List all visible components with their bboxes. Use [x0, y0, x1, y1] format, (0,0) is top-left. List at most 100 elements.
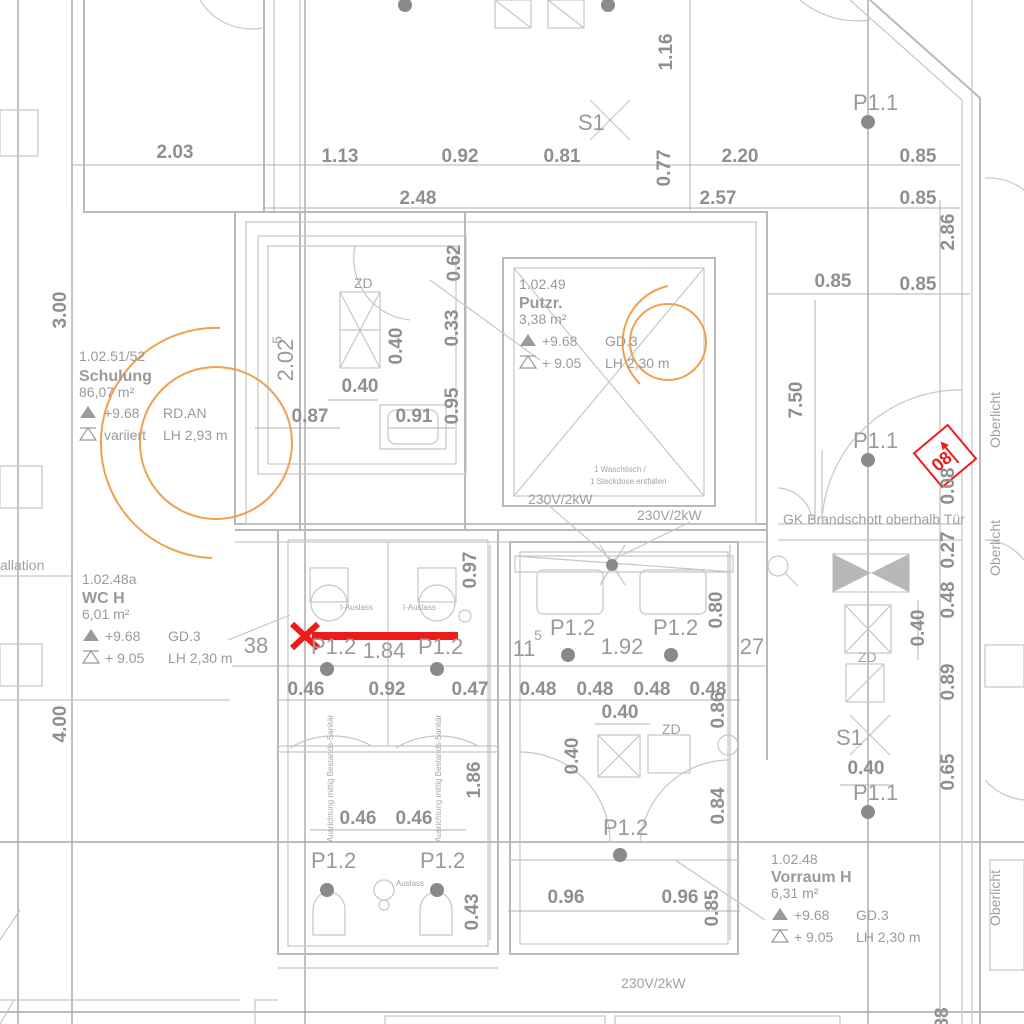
alignment-note: Ausrichtung mittig Bestands-Sanitär [326, 714, 335, 842]
dim-text: 2.48 [400, 188, 437, 209]
dim-text: 2.20 [722, 146, 759, 167]
dim-text: 11 [513, 636, 536, 661]
outlet-label: I-Auslass [340, 603, 373, 612]
dim-text: 0.85 [900, 188, 937, 209]
room-top-level: +9.68 [794, 907, 830, 923]
dim-text: 2.03 [157, 142, 194, 163]
washbasin-note: 1 Steckdose entfallen [590, 477, 667, 486]
dim-text: 0.46 [288, 679, 325, 700]
dim-text: 1.16 [656, 34, 677, 71]
p12-label: P1.2 [420, 848, 465, 873]
room-bottom-level: + 9.05 [105, 650, 145, 666]
dim-text: 0.92 [369, 679, 406, 700]
p12-label: P1.2 [311, 634, 356, 659]
room-bottom-level: + 9.05 [542, 355, 582, 371]
room-name: Schulung [79, 368, 152, 385]
dim-text: 0.91 [396, 406, 433, 427]
skylight-label: Oberlicht [987, 520, 1003, 576]
power-label: 230V/2kW [637, 507, 702, 523]
dim-text-sup: 5 [269, 336, 285, 344]
dim-text: 1.92 [601, 634, 644, 659]
p12-label: P1.2 [418, 634, 463, 659]
p11-label: P1.1 [853, 90, 898, 115]
p12-label: P1.2 [550, 615, 595, 640]
room-name: Putzr. [519, 295, 563, 312]
dim-text: 0.80 [706, 592, 727, 629]
dim-text: 0.48 [577, 679, 614, 700]
room-name: Vorraum H [771, 869, 852, 886]
room-height: LH 2,30 m [605, 355, 670, 371]
dim-text: 0.89 [938, 664, 959, 701]
dim-text: 0.62 [444, 245, 465, 282]
dim-text: 1.13 [322, 146, 359, 167]
dim-text: 0.96 [662, 887, 699, 908]
room-stamp-schulung: 1.02.51/52 Schulung 86,07 m² +9.68 varii… [78, 348, 228, 443]
dim-text: 0.48 [634, 679, 671, 700]
dim-text: 0.77 [654, 150, 675, 187]
room-top-level: +9.68 [104, 405, 140, 421]
door-swings [199, 0, 1024, 843]
dim-text: 0.85 [702, 889, 723, 926]
dim-text: 0.85 [815, 271, 852, 292]
dim-text: 7.50 [786, 382, 807, 419]
room-bottom-level: + 9.05 [794, 929, 834, 945]
door-tag-icon: 08 [912, 423, 978, 489]
room-stamp-wch: 1.02.48a WC H 6,01 m² +9.68 + 9.05 GD.3 … [81, 571, 233, 666]
room-number: 1.02.48 [771, 851, 818, 867]
room-area: 3,38 m² [519, 311, 567, 327]
room-bottom-level: variiert [104, 427, 146, 443]
dim-text: 1.86 [464, 762, 485, 799]
ventilation-circles [99, 285, 707, 559]
p11-label: P1.1 [853, 428, 898, 453]
dim-text: 0.48 [520, 679, 557, 700]
dim-text: 0.97 [460, 552, 481, 589]
dim-text: 0.87 [292, 406, 329, 427]
dim-text: 0.47 [452, 679, 489, 700]
dim-text: 0.46 [396, 808, 433, 829]
washbasin-note: 1 Waschtisch / [594, 465, 646, 474]
dim-text: 38 [244, 633, 268, 658]
skylight-label: Oberlicht [987, 870, 1003, 926]
dim-text: 0.85 [900, 274, 937, 295]
dim-text: 0.84 [708, 787, 729, 824]
room-number: 1.02.49 [519, 276, 566, 292]
dim-text: 0.43 [462, 894, 483, 931]
cut-off-label: allation [0, 557, 44, 573]
skylight-label: Oberlicht [987, 392, 1003, 448]
dim-text: 0.92 [442, 146, 479, 167]
axis-labels: S1 S1 P1.1 P1.1 P1.1 P1.2 P1.2 P1.2 P1.2… [0, 90, 1003, 991]
room-area: 6,01 m² [82, 606, 130, 622]
dim-text: 0.81 [544, 146, 581, 167]
dim-text: 0.95 [442, 387, 463, 424]
alignment-note: Ausrichtung mittig Bestands-Sanitär [434, 714, 443, 842]
room-area: 6,31 m² [771, 885, 819, 901]
s1-label: S1 [578, 110, 605, 135]
outlet-label: Auslass [396, 879, 424, 888]
p12-label: P1.2 [603, 815, 648, 840]
dim-text: 0.40 [562, 738, 583, 775]
dim-text: 0.65 [938, 753, 959, 790]
s1-label: S1 [836, 725, 863, 750]
dimension-lines [71, 0, 970, 1024]
room-floor-type: GD.3 [856, 907, 889, 923]
dim-text: 0.96 [548, 887, 585, 908]
dim-text: 0.33 [442, 310, 463, 347]
room-floor-type: GD.3 [605, 333, 638, 349]
room-area: 86,07 m² [79, 384, 135, 400]
room-number: 1.02.51/52 [79, 348, 145, 364]
dim-text: 0.27 [938, 532, 959, 569]
room-number: 1.02.48a [82, 571, 137, 587]
dim-text: 0.40 [386, 328, 407, 365]
dim-text: 0.40 [342, 376, 379, 397]
dim-text: 3.00 [50, 292, 71, 329]
dim-text: 0.46 [340, 808, 377, 829]
dim-text: 1.84 [363, 638, 406, 663]
dim-text: 4.00 [50, 706, 71, 743]
dim-text: 0.48 [690, 679, 727, 700]
room-name: WC H [82, 590, 125, 607]
room-stamp-vorraum: 1.02.48 Vorraum H 6,31 m² +9.68 + 9.05 G… [770, 851, 921, 945]
dim-text: 0.85 [900, 146, 937, 167]
dim-text: 0.40 [908, 610, 929, 647]
